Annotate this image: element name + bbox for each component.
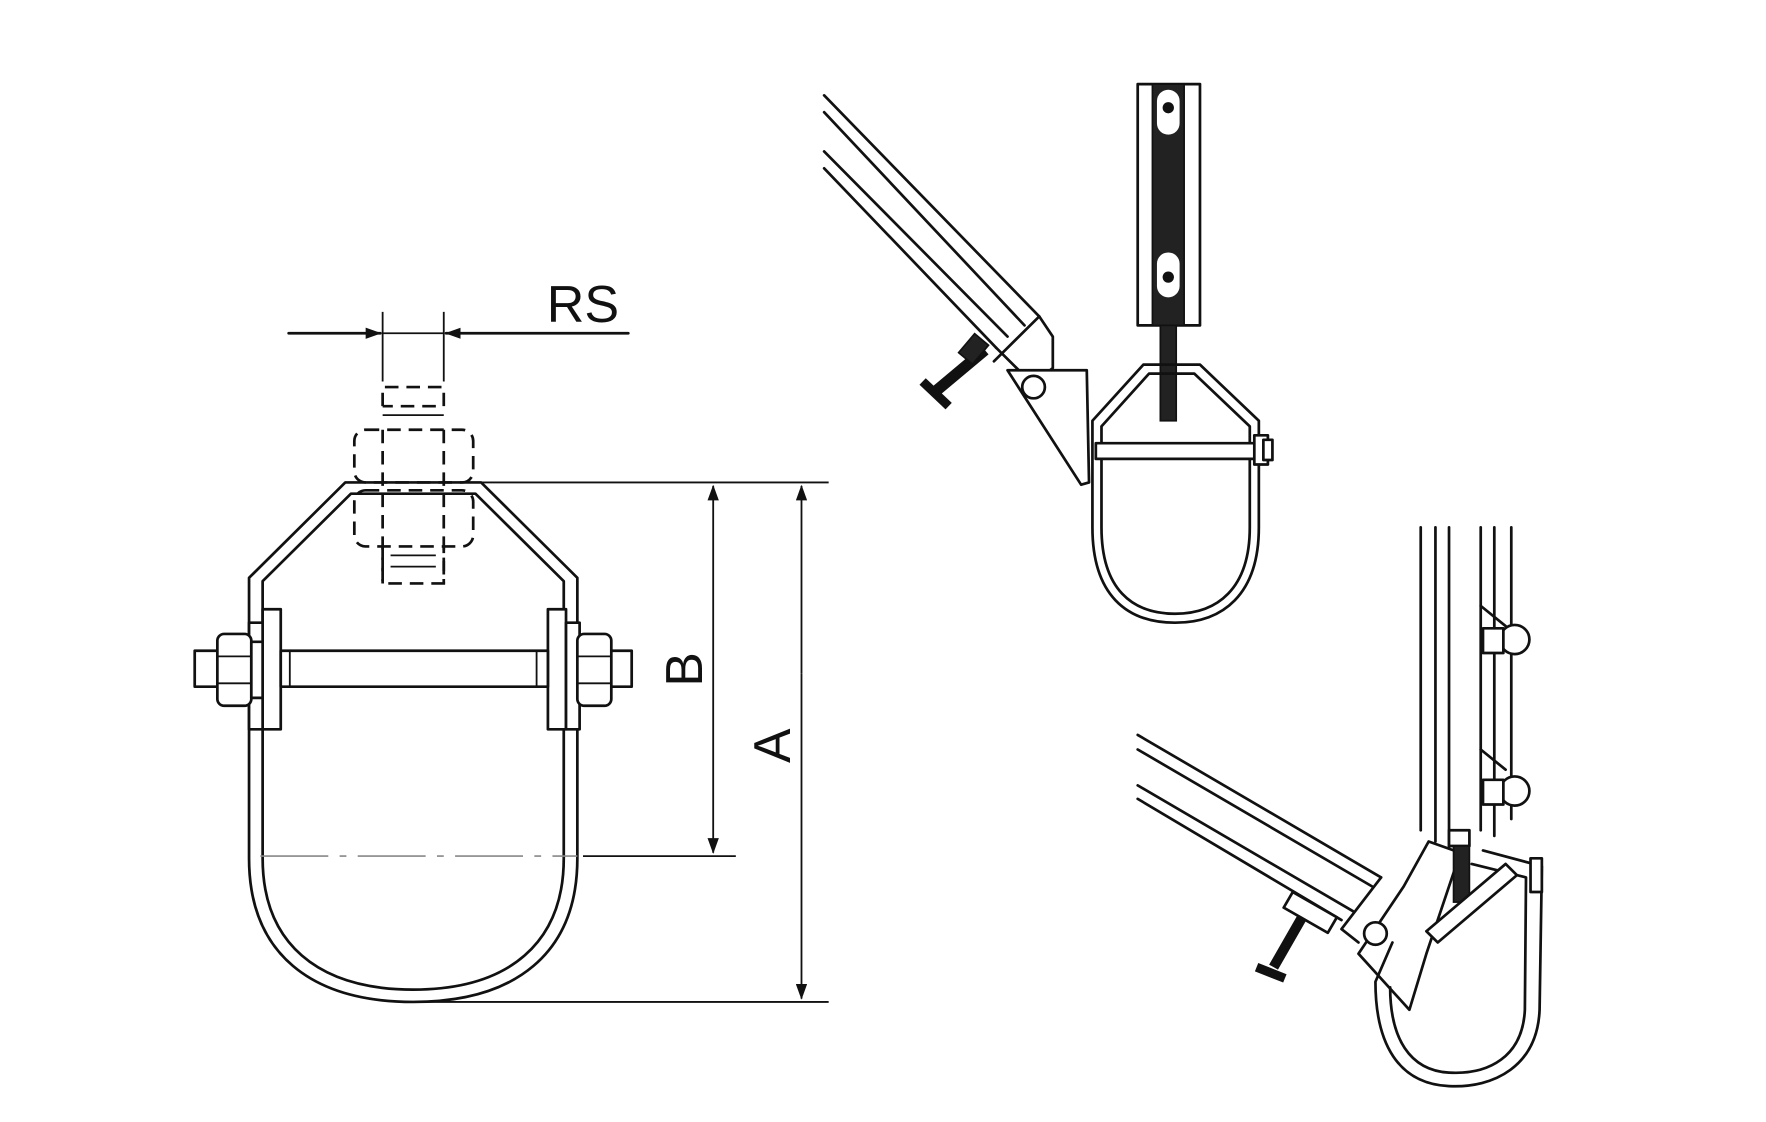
lower-nut-hidden [352, 488, 475, 548]
t-bolt-2 [1254, 890, 1339, 983]
rod-size-dimension: RS [287, 275, 630, 382]
vertical-strut [1136, 82, 1202, 327]
hanger-clamp-bottom [1374, 849, 1544, 1088]
installation-view-top [822, 82, 1274, 625]
vertical-strut-2 [1419, 525, 1531, 855]
rs-label: RS [547, 275, 619, 333]
bracket-plate [1006, 368, 1091, 487]
bracket-bolt [1020, 374, 1047, 400]
right-bolt-nut [575, 632, 634, 708]
dimension-a: A [743, 484, 808, 1000]
cross-bolt [279, 649, 550, 689]
diagonal-strut-2 [1136, 733, 1383, 944]
front-view-clamp: RS [193, 275, 829, 1004]
upper-nut-hidden [352, 428, 475, 484]
hanger-strap [247, 481, 579, 1004]
diagonal-strut [822, 94, 1055, 386]
cross-bolt-2 [1425, 862, 1519, 944]
right-ear-plate [546, 607, 568, 731]
left-ear-plate [261, 607, 283, 731]
a-label: A [743, 728, 801, 763]
left-bolt-nut [193, 632, 264, 708]
hanger-clamp-top [1091, 363, 1261, 625]
b-label: B [655, 652, 713, 686]
dimension-b: B [655, 484, 719, 854]
installation-view-bottom [1136, 525, 1544, 1088]
t-bolt [919, 332, 990, 410]
bracket-plate-2 [1357, 840, 1462, 1012]
